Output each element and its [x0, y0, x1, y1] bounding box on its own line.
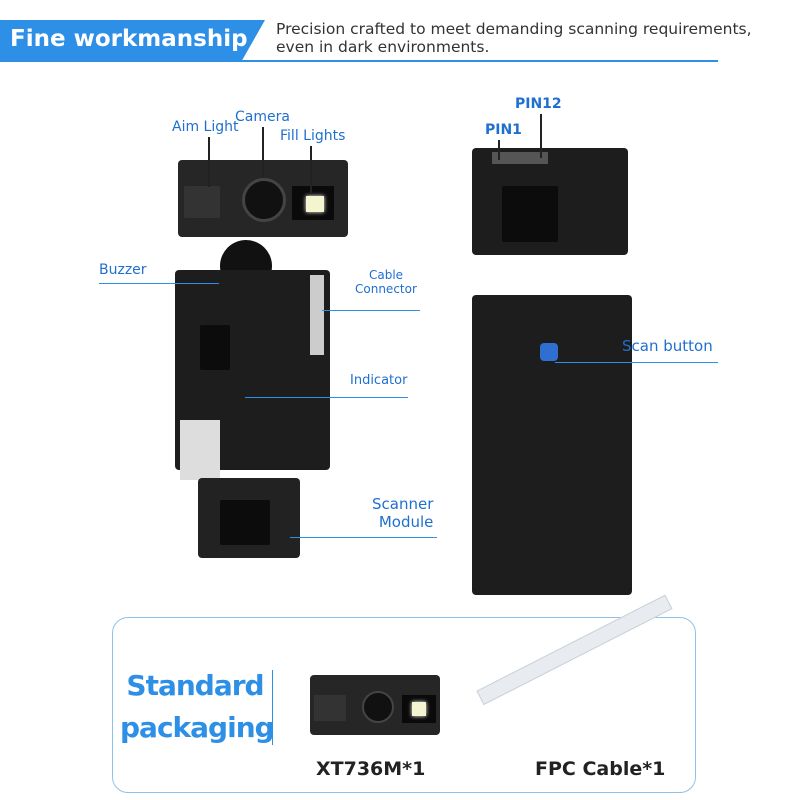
subtitle-line: even in dark environments.	[276, 38, 490, 56]
aim-light-label: Aim Light	[172, 119, 239, 135]
page-subtitle: Precision crafted to meet demanding scan…	[276, 20, 752, 56]
packaging-item-fpc-cable: FPC Cable*1	[535, 758, 666, 780]
packaging-panel	[112, 617, 696, 793]
label-line: Module	[378, 513, 434, 531]
buzzer-label: Buzzer	[99, 262, 147, 278]
subtitle-line: Precision crafted to meet demanding scan…	[276, 20, 752, 38]
packaging-item-xt736m: XT736M*1	[316, 758, 426, 780]
pin1-label: PIN1	[485, 122, 522, 138]
header-underline	[150, 60, 718, 62]
title-banner	[0, 20, 265, 62]
indicator-label: Indicator	[350, 373, 408, 388]
title-line: packaging	[120, 711, 275, 744]
packaging-title: Standard packaging	[120, 665, 275, 749]
xt736m-image	[310, 675, 440, 735]
title-line: Standard	[126, 669, 264, 702]
pin12-label: PIN12	[515, 96, 562, 112]
fill-lights-label: Fill Lights	[280, 128, 346, 144]
pin-board-image	[472, 148, 628, 255]
back-board-image	[472, 295, 632, 595]
label-line: Cable	[369, 268, 404, 282]
page-title: Fine workmanship	[10, 26, 248, 52]
camera-label: Camera	[235, 109, 290, 125]
scanner-module-image	[198, 478, 300, 558]
divider	[272, 670, 273, 745]
scanner-front-image	[178, 160, 348, 237]
label-line: Scanner	[372, 495, 434, 513]
label-line: Connector	[355, 282, 417, 296]
scan-button-label: Scan button	[622, 337, 713, 355]
